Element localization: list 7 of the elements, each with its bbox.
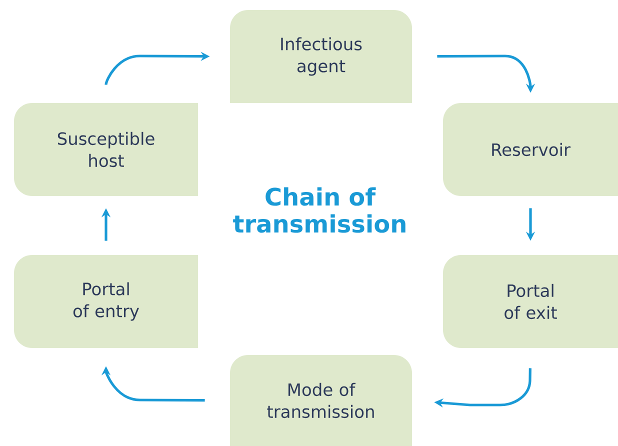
- process-box: Portal of entry: [14, 255, 198, 348]
- process-box: Susceptible host: [14, 103, 198, 196]
- process-box: Infectious agent: [230, 10, 412, 103]
- process-box: Mode of transmission: [230, 355, 412, 446]
- title: Chain of transmission: [233, 187, 406, 233]
- process-box: Portal of exit: [443, 255, 618, 348]
- process-box: Reservoir: [443, 103, 618, 196]
